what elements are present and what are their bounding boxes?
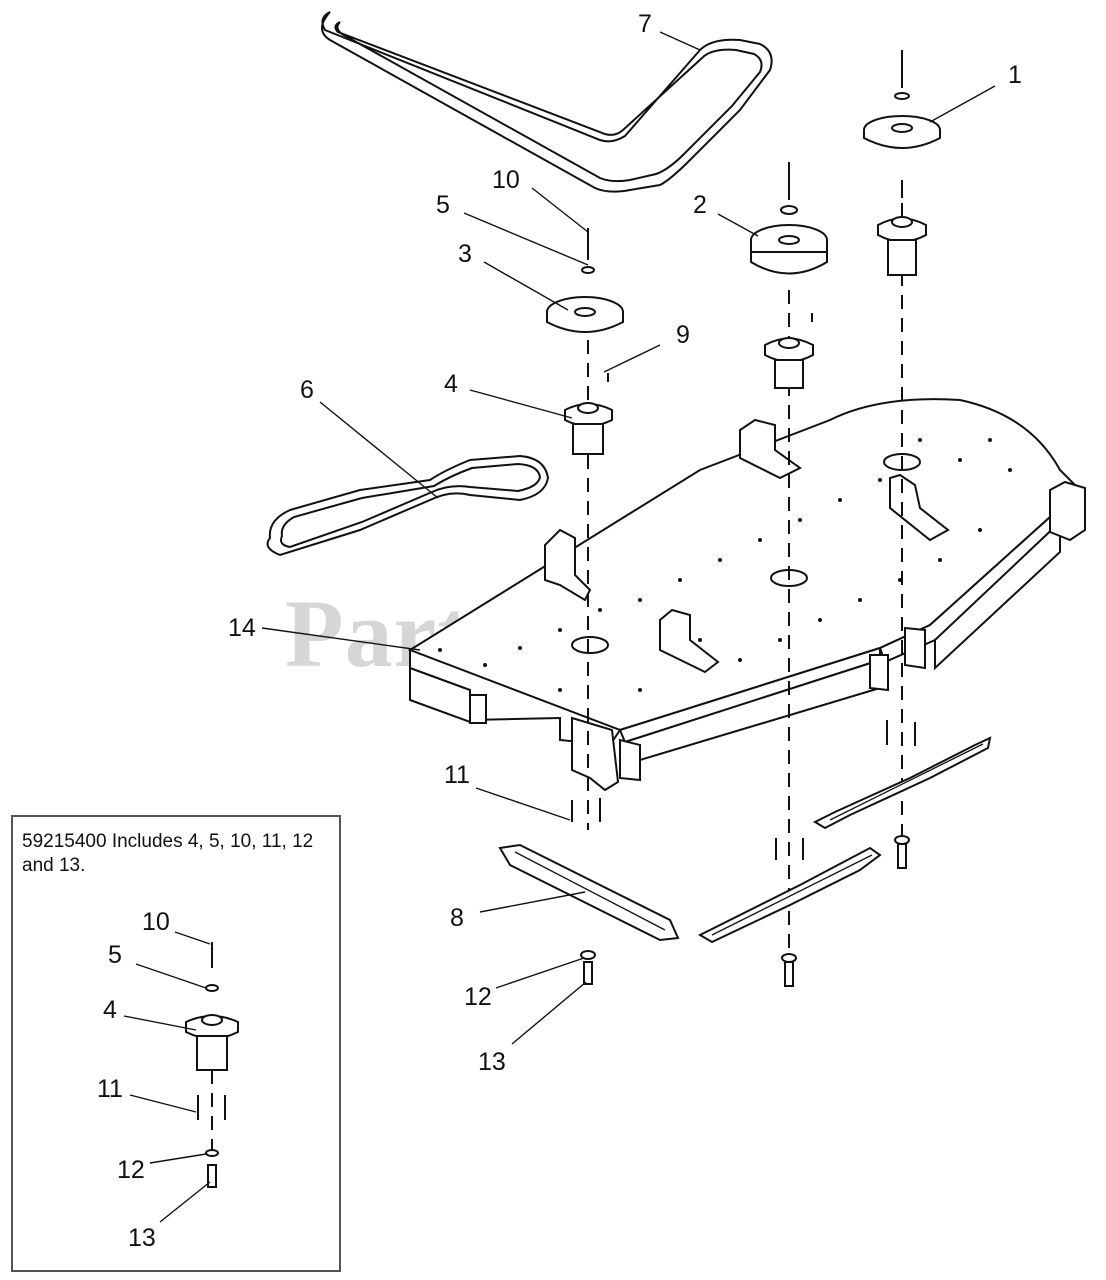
- callout-5: 5: [436, 191, 450, 219]
- callout-3: 3: [458, 240, 472, 268]
- callout-9: 9: [676, 321, 690, 349]
- callout-11: 11: [444, 761, 470, 789]
- callout-13: 13: [478, 1048, 506, 1076]
- pulley-2-assembly: [750, 162, 828, 389]
- callout-7: 7: [638, 10, 652, 38]
- washers-bolts-12-13: [580, 835, 910, 987]
- blade-right-8: [812, 736, 992, 830]
- belt-7: [321, 11, 773, 193]
- kit-callout-10: 10: [142, 908, 170, 936]
- pulley-1-assembly: [863, 50, 941, 276]
- callout-6: 6: [300, 376, 314, 404]
- callout-4: 4: [444, 370, 458, 398]
- pulley-3-assembly: [546, 228, 624, 455]
- kit-callout-12: 12: [117, 1156, 145, 1184]
- belt-6: [266, 454, 550, 557]
- mower-deck-14: [407, 398, 1086, 792]
- callout-8: 8: [450, 904, 464, 932]
- deck-bolt-holes: [438, 438, 1012, 692]
- blade-center-8: [697, 846, 882, 944]
- kit-callout-5: 5: [108, 941, 122, 969]
- callout-10: 10: [492, 166, 520, 194]
- kit-inset-box: [11, 815, 341, 1272]
- kit-callout-4: 4: [103, 996, 117, 1024]
- kit-spindle-assembly: [185, 942, 239, 1188]
- callout-12: 12: [464, 983, 492, 1011]
- kit-callout-11: 11: [97, 1075, 123, 1103]
- kit-note: 59215400 Includes 4, 5, 10, 11, 12 and 1…: [22, 831, 314, 876]
- bolts-11: [571, 720, 916, 860]
- kit-leader-lines: [123, 931, 211, 1223]
- blade-left-8: [498, 843, 680, 942]
- callout-2: 2: [693, 191, 707, 219]
- leader-lines: [261, 31, 996, 1045]
- kit-callout-13: 13: [128, 1224, 156, 1252]
- callout-1: 1: [1008, 61, 1022, 89]
- callout-14: 14: [228, 614, 256, 642]
